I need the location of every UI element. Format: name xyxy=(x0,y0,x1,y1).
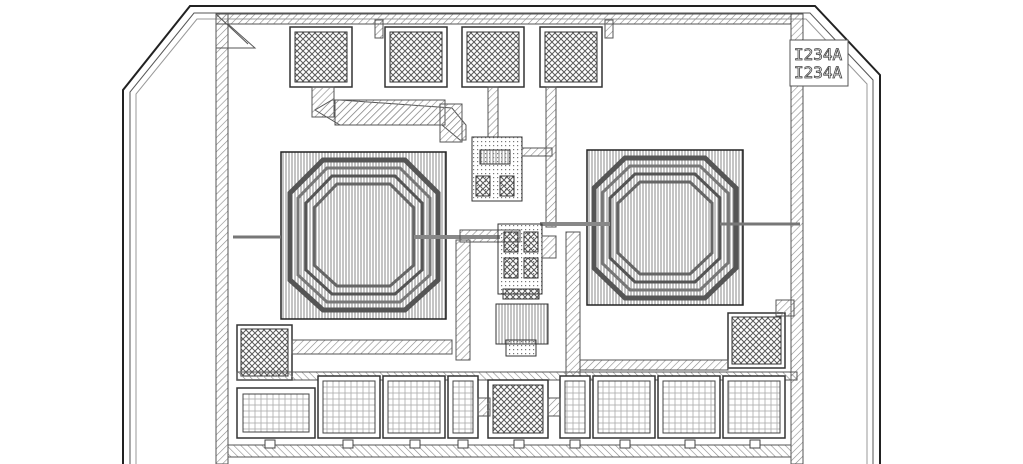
right-inductor xyxy=(540,149,800,306)
chip-id-line-1: I234A xyxy=(794,45,843,64)
top-traces xyxy=(311,19,614,228)
chip-outline xyxy=(122,5,881,464)
bottom-pad-row xyxy=(236,375,786,439)
bottom-contacts xyxy=(264,439,761,449)
chip-id-line-2: I234A xyxy=(794,63,843,82)
side-pads xyxy=(236,299,795,381)
ground-ring xyxy=(215,13,804,464)
chip-id-label: I234A I234A xyxy=(789,39,849,87)
top-pad-row xyxy=(289,26,603,88)
center-circuit xyxy=(455,136,581,377)
seal-ring xyxy=(129,12,874,464)
left-inductor xyxy=(233,151,500,320)
